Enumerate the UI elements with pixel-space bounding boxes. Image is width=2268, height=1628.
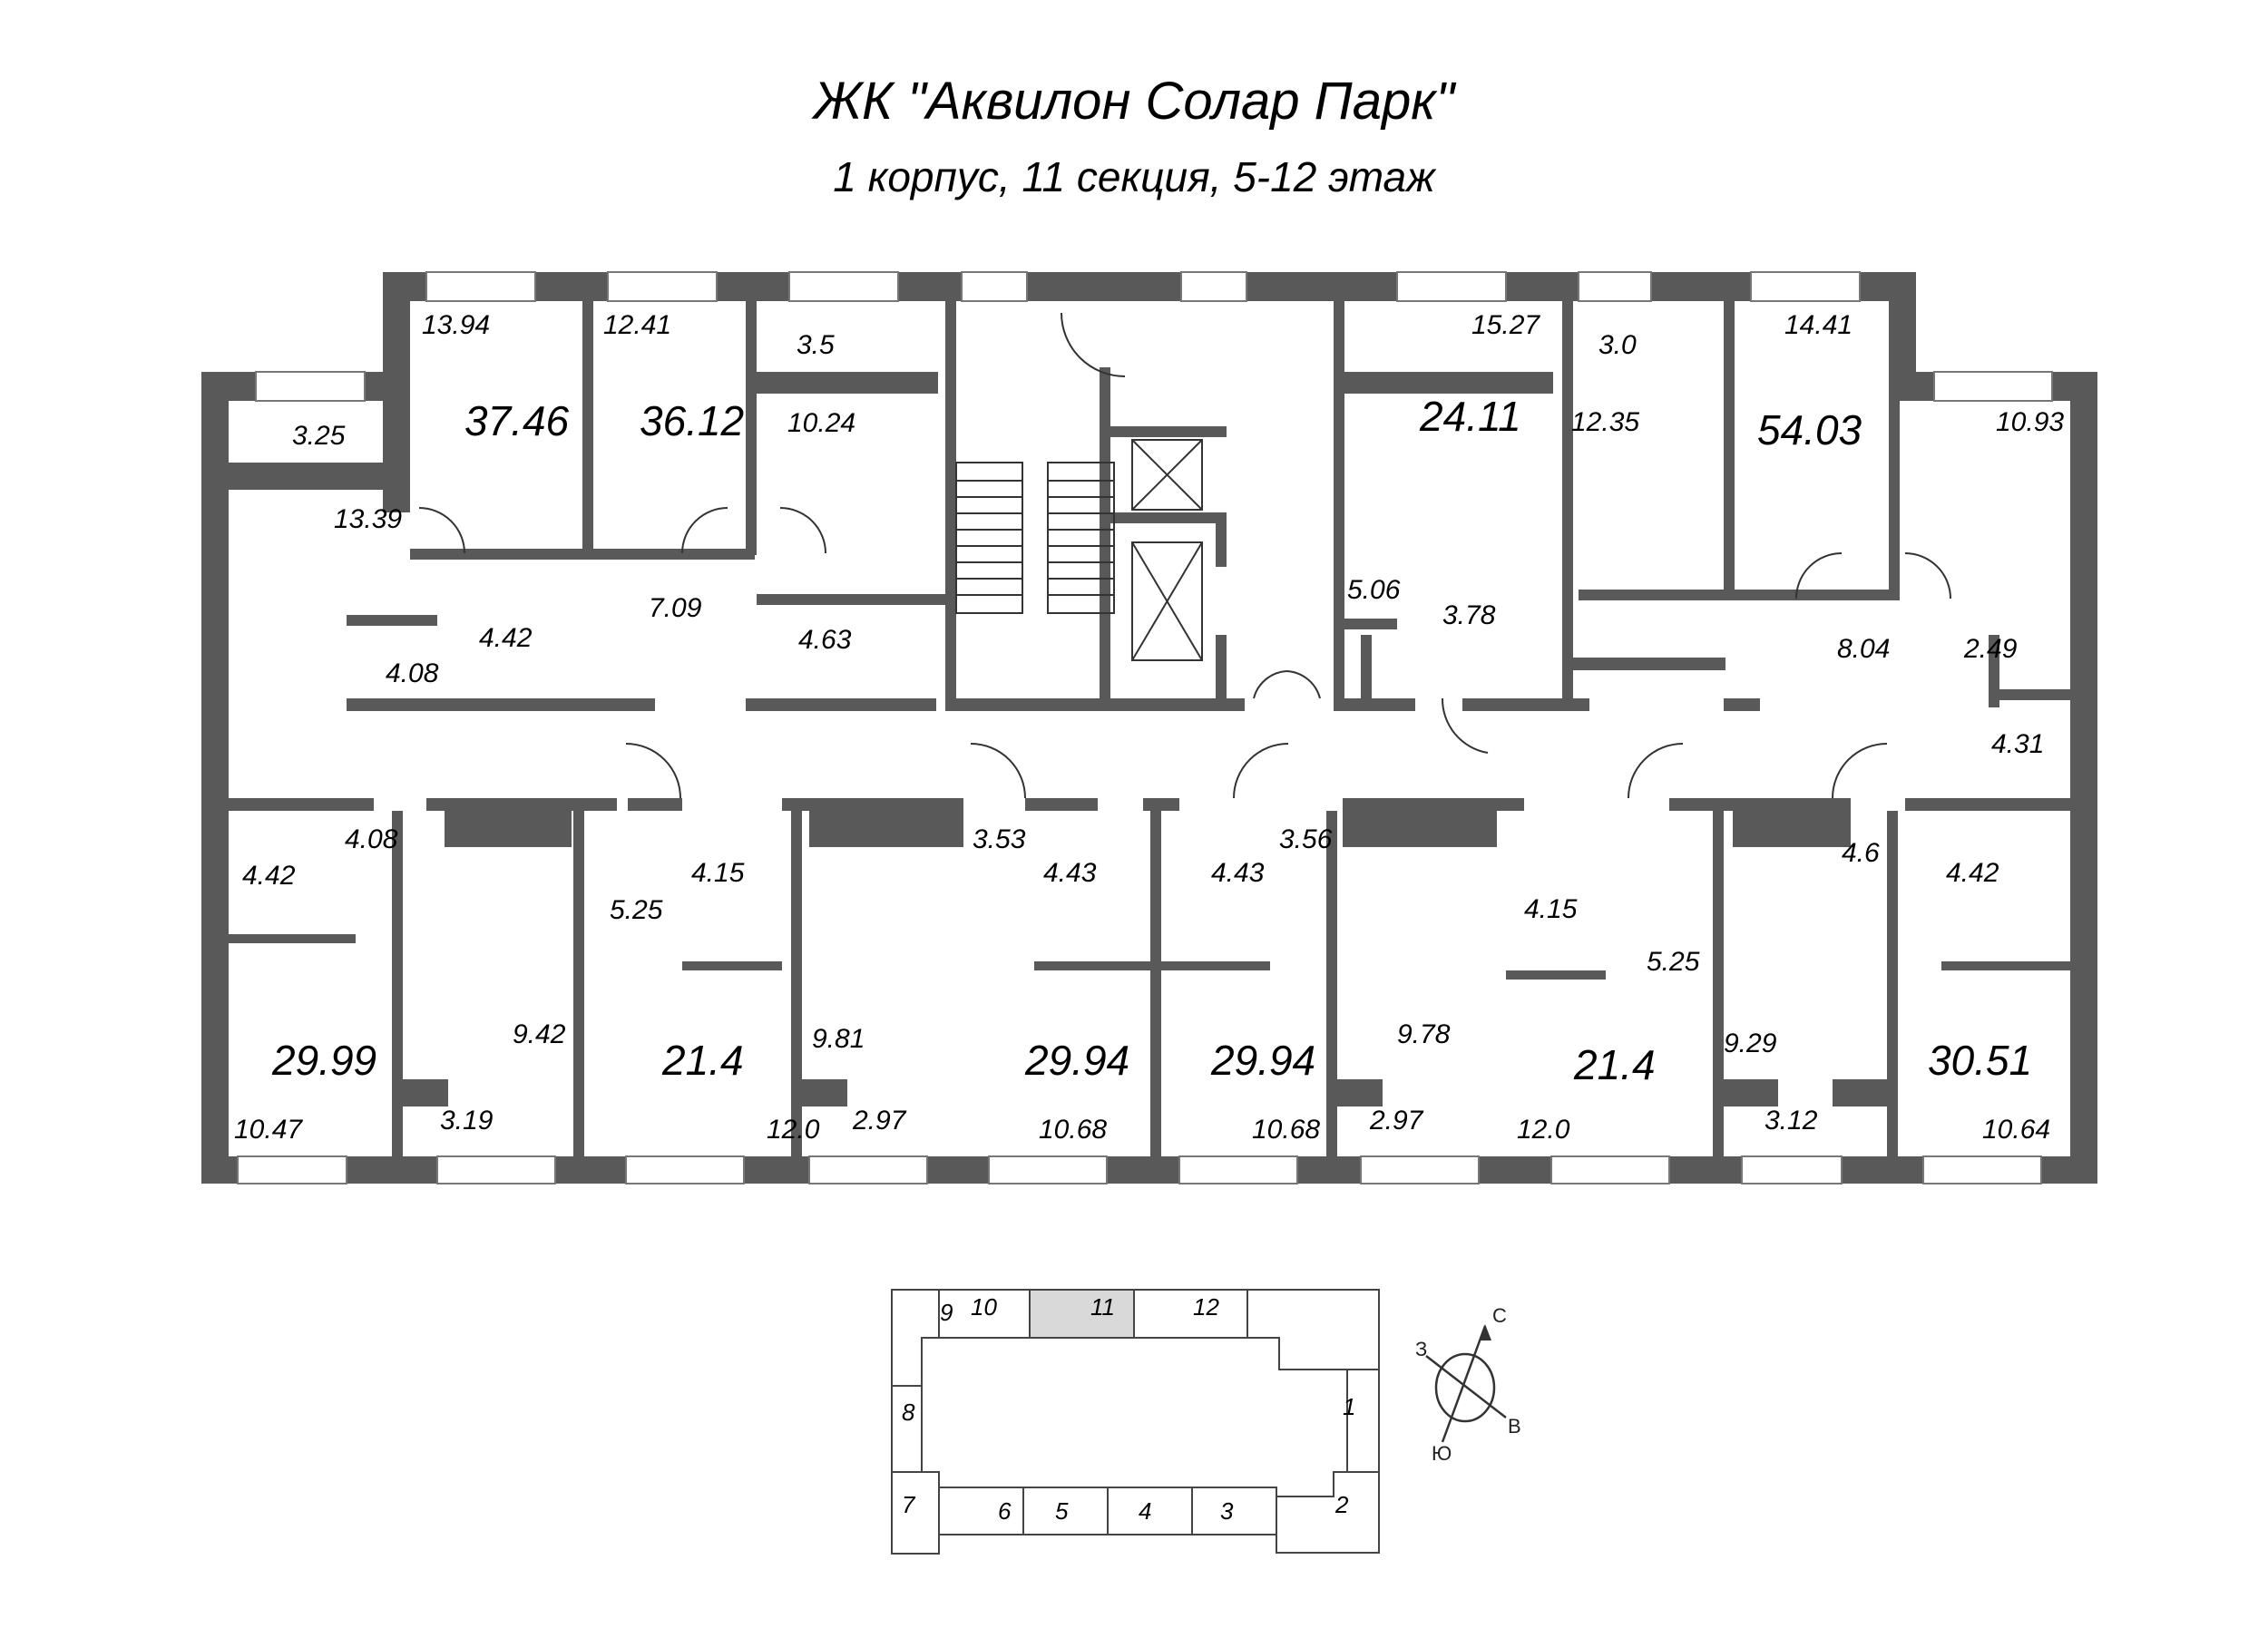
area-4.08-b: 4.08 bbox=[345, 824, 398, 854]
area-12.0: 12.0 bbox=[767, 1115, 820, 1145]
area-10.68: 10.68 bbox=[1039, 1115, 1107, 1145]
area-4.08: 4.08 bbox=[386, 658, 439, 688]
compass-west: З bbox=[1415, 1338, 1427, 1360]
key-label-6: 6 bbox=[998, 1497, 1012, 1525]
area-4.63: 4.63 bbox=[798, 625, 852, 655]
area-3.25: 3.25 bbox=[292, 421, 346, 451]
apartment-total-21.4: 21.4 bbox=[661, 1037, 744, 1084]
staircase bbox=[955, 462, 1115, 614]
doors bbox=[418, 312, 1951, 799]
area-10.47: 10.47 bbox=[234, 1115, 303, 1145]
area-9.78: 9.78 bbox=[1397, 1019, 1451, 1049]
area-5.25-b: 5.25 bbox=[1647, 947, 1700, 977]
windows-top bbox=[255, 271, 2053, 402]
area-4.6: 4.6 bbox=[1842, 838, 1880, 868]
area-2.49: 2.49 bbox=[1963, 634, 2018, 664]
area-12.0-b: 12.0 bbox=[1517, 1115, 1570, 1145]
interior-walls-bottom bbox=[229, 798, 2077, 1156]
key-section-11-highlighted bbox=[1029, 1289, 1135, 1339]
apartment-total-37.46: 37.46 bbox=[464, 397, 570, 444]
area-3.5: 3.5 bbox=[797, 330, 835, 360]
area-14.41: 14.41 bbox=[1784, 310, 1853, 340]
area-2.97: 2.97 bbox=[852, 1106, 907, 1136]
compass-south: Ю bbox=[1432, 1442, 1452, 1465]
key-label-11: 11 bbox=[1090, 1293, 1115, 1321]
apartment-total-30.51: 30.51 bbox=[1928, 1037, 2032, 1084]
key-label-4: 4 bbox=[1139, 1497, 1151, 1525]
apartment-total-24.11: 24.11 bbox=[1419, 393, 1521, 440]
interior-walls-top bbox=[229, 301, 2079, 711]
area-12.35: 12.35 bbox=[1571, 407, 1639, 437]
area-10.68-b: 10.68 bbox=[1252, 1115, 1320, 1145]
area-8.04: 8.04 bbox=[1837, 634, 1890, 664]
section-subtitle: 1 корпус, 11 секция, 5-12 этаж bbox=[833, 153, 1435, 200]
key-label-10: 10 bbox=[971, 1293, 997, 1321]
area-3.12: 3.12 bbox=[1765, 1106, 1818, 1136]
apartment-total-21.4-b: 21.4 bbox=[1573, 1041, 1656, 1088]
corridor-double-door bbox=[1253, 670, 1321, 699]
area-4.43: 4.43 bbox=[1043, 858, 1097, 888]
area-4.42-b: 4.42 bbox=[242, 861, 296, 891]
area-10.24: 10.24 bbox=[787, 408, 855, 438]
key-label-3: 3 bbox=[1220, 1497, 1234, 1525]
area-4.42-c: 4.42 bbox=[1946, 858, 1999, 888]
key-label-1: 1 bbox=[1343, 1393, 1355, 1420]
key-label-12: 12 bbox=[1193, 1293, 1219, 1321]
area-labels: 13.94 3.25 37.46 13.39 4.42 4.08 12.41 3… bbox=[234, 310, 2064, 1145]
key-label-8: 8 bbox=[902, 1399, 915, 1426]
area-9.81: 9.81 bbox=[812, 1024, 865, 1054]
area-10.93: 10.93 bbox=[1996, 407, 2064, 437]
apartment-total-36.12: 36.12 bbox=[640, 397, 744, 444]
key-plan: 9 10 11 12 8 7 6 5 4 3 2 1 bbox=[891, 1289, 1380, 1555]
area-4.15-b: 4.15 bbox=[1524, 894, 1578, 924]
compass-north: С bbox=[1492, 1304, 1507, 1327]
apartment-total-54.03: 54.03 bbox=[1757, 406, 1862, 453]
area-5.25: 5.25 bbox=[610, 895, 663, 925]
area-4.43-b: 4.43 bbox=[1211, 858, 1265, 888]
key-label-9: 9 bbox=[940, 1299, 953, 1326]
area-9.29: 9.29 bbox=[1724, 1028, 1777, 1058]
apartment-total-29.94-b: 29.94 bbox=[1210, 1037, 1315, 1084]
area-4.42: 4.42 bbox=[479, 623, 533, 653]
area-10.64: 10.64 bbox=[1982, 1115, 2050, 1145]
area-7.09: 7.09 bbox=[649, 593, 702, 623]
windows-bottom bbox=[237, 1155, 2042, 1184]
area-2.97-b: 2.97 bbox=[1369, 1106, 1424, 1136]
area-15.27: 15.27 bbox=[1471, 310, 1540, 340]
area-3.0: 3.0 bbox=[1598, 330, 1637, 360]
area-13.39: 13.39 bbox=[334, 504, 402, 534]
area-3.53: 3.53 bbox=[973, 824, 1026, 854]
area-12.41: 12.41 bbox=[603, 310, 671, 340]
key-label-7: 7 bbox=[902, 1491, 916, 1518]
area-13.94: 13.94 bbox=[422, 310, 490, 340]
compass-icon: С З В Ю bbox=[1415, 1304, 1521, 1465]
key-label-2: 2 bbox=[1334, 1491, 1349, 1518]
area-9.42: 9.42 bbox=[513, 1019, 566, 1049]
area-4.31: 4.31 bbox=[1991, 729, 2044, 759]
area-3.78: 3.78 bbox=[1442, 600, 1496, 630]
apartment-total-29.99: 29.99 bbox=[271, 1037, 376, 1084]
elevator-shafts bbox=[1131, 439, 1203, 661]
area-4.15: 4.15 bbox=[691, 858, 745, 888]
area-3.19: 3.19 bbox=[440, 1106, 494, 1136]
area-3.56: 3.56 bbox=[1279, 824, 1333, 854]
apartment-total-29.94: 29.94 bbox=[1024, 1037, 1129, 1084]
area-5.06: 5.06 bbox=[1347, 575, 1401, 605]
compass-east: В bbox=[1508, 1415, 1521, 1438]
key-label-5: 5 bbox=[1055, 1497, 1069, 1525]
complex-title: ЖК "Аквилон Солар Парк" bbox=[813, 72, 1455, 131]
